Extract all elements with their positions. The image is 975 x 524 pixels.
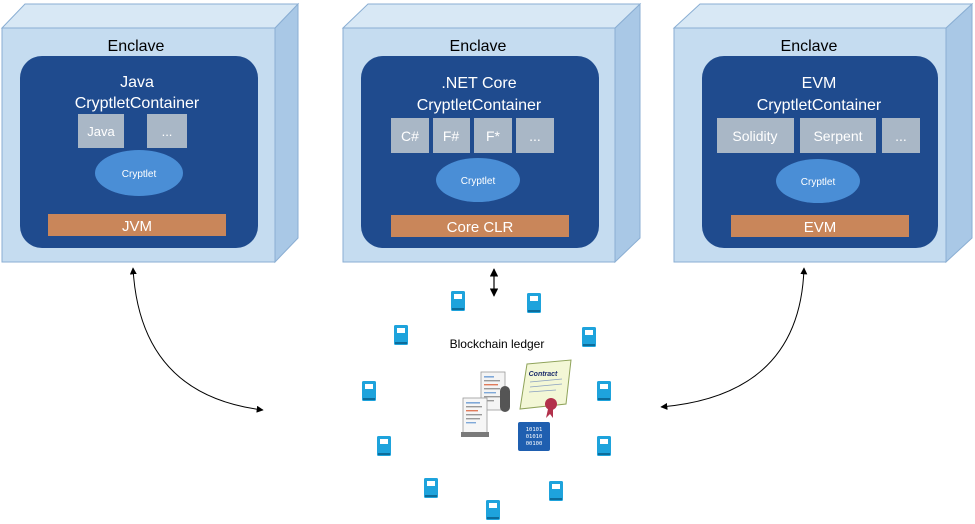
cryptlet-ellipse	[776, 159, 860, 203]
contract-scroll-icon: Contract	[519, 359, 572, 418]
cryptlet-label: Cryptlet	[122, 169, 157, 180]
cryptlet-label: Cryptlet	[461, 176, 496, 187]
enclave-dotnet: Enclave .NET Core CryptletContainer C# F…	[341, 2, 642, 264]
binary-line: 10101	[526, 427, 543, 433]
container-type: CryptletContainer	[417, 97, 542, 114]
container-name: .NET Core	[441, 75, 516, 92]
ledger-book-icon	[377, 436, 391, 456]
language-label: C#	[401, 128, 419, 144]
enclave-title: Enclave	[108, 38, 165, 55]
language-box-java	[78, 114, 124, 148]
ledger-book-icon	[582, 327, 596, 347]
ledger-book-icon	[451, 291, 465, 311]
enclave-top-face	[672, 3, 974, 29]
enclave-evm: Enclave EVM CryptletContainer Solidity S…	[672, 2, 974, 264]
enclave-top-face	[341, 3, 642, 29]
runtime-label: EVM	[804, 219, 837, 236]
enclave-side-face	[945, 2, 973, 264]
runtime-bar	[731, 215, 909, 237]
binary-chip-icon: 10101 01010 00100	[518, 422, 550, 451]
runtime-bar	[391, 215, 569, 237]
connector-java-ledger	[129, 267, 264, 413]
container-type: CryptletContainer	[757, 97, 882, 114]
language-box-more	[882, 118, 920, 153]
ledger-book-icon	[549, 481, 563, 501]
ledger-book-icon	[394, 325, 408, 345]
container-name: Java	[120, 74, 154, 91]
cryptlet-ellipse	[95, 150, 183, 196]
cryptlet-label: Cryptlet	[801, 177, 836, 188]
cryptlet-ellipse	[436, 158, 520, 202]
ledger-book-icon	[486, 500, 500, 520]
ledger-book-icon	[597, 381, 611, 401]
language-label: ...	[529, 128, 541, 144]
language-box-csharp	[391, 118, 429, 153]
ledger-book-icon	[362, 381, 376, 401]
runtime-bar	[48, 214, 226, 236]
document-stack-icon	[461, 371, 510, 437]
blockchain-ledger: Blockchain ledger	[362, 291, 611, 520]
language-label: Solidity	[732, 128, 777, 144]
enclave-java: Enclave Java CryptletContainer Java ... …	[0, 2, 300, 264]
language-label: F*	[486, 128, 501, 144]
enclave-side-face	[614, 2, 641, 264]
enclave-side-face	[274, 2, 299, 264]
container-type: CryptletContainer	[75, 95, 200, 112]
language-box-more	[147, 114, 187, 148]
language-box-serpent	[800, 118, 876, 153]
ledger-book-icon	[424, 478, 438, 498]
enclave-title: Enclave	[450, 38, 507, 55]
container-name: EVM	[802, 75, 837, 92]
binary-line: 01010	[526, 434, 543, 440]
contract-title: Contract	[529, 371, 558, 378]
language-box-solidity	[717, 118, 794, 153]
runtime-label: JVM	[122, 218, 152, 235]
language-label: ...	[895, 128, 907, 144]
ledger-book-icon	[597, 436, 611, 456]
ledger-book-icon	[527, 293, 541, 313]
language-box-more	[516, 118, 554, 153]
enclave-top-face	[0, 3, 300, 29]
ledger-label: Blockchain ledger	[450, 337, 545, 351]
language-label: Java	[87, 124, 115, 139]
language-box-fsharp	[433, 118, 470, 153]
runtime-label: Core CLR	[447, 219, 514, 236]
binary-line: 00100	[526, 441, 543, 447]
language-label: F#	[443, 128, 460, 144]
language-box-fstar	[474, 118, 512, 153]
language-label: Serpent	[813, 128, 862, 144]
connector-evm-ledger	[660, 267, 808, 410]
enclave-title: Enclave	[781, 38, 838, 55]
language-label: ...	[162, 124, 173, 139]
